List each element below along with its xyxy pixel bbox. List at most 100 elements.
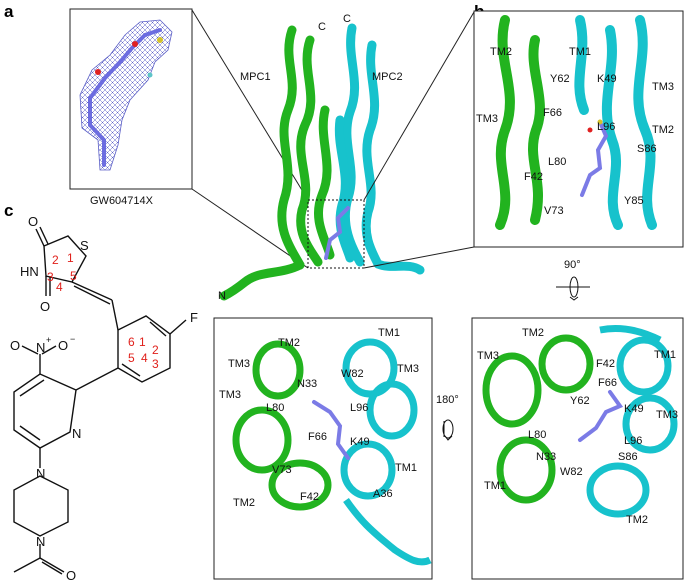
residue-label: L80	[548, 156, 566, 168]
fluorine-atom	[147, 72, 153, 78]
atom-label: O	[10, 338, 20, 353]
residue-label: TM2	[626, 514, 648, 526]
atom-label: O	[28, 214, 38, 229]
atom-label: O	[58, 338, 68, 353]
bottom-left-labels: TM2 TM1 TM3 W82 N33 TM3 TM3 L80 L96 F66 …	[219, 327, 419, 509]
ring-number: 5	[70, 269, 77, 283]
ring-number: 3	[152, 357, 159, 371]
residue-label: TM3	[652, 81, 674, 93]
atom-label: F	[190, 310, 198, 325]
residue-label: TM2	[278, 337, 300, 349]
residue-label: TM1	[395, 462, 417, 474]
density-inset	[69, 8, 193, 190]
residue-label: S86	[637, 143, 657, 155]
residue-label: K49	[350, 436, 370, 448]
residue-label: F66	[598, 377, 617, 389]
residue-label: TM2	[522, 327, 544, 339]
residue-label: TM3	[476, 113, 498, 125]
atom-charge: −	[70, 334, 75, 344]
ligand-sticks	[88, 28, 162, 167]
rotation-arrow-icon	[442, 419, 454, 441]
residue-label: W82	[560, 466, 583, 478]
ring-number: 5	[128, 351, 135, 365]
binding-site-box	[307, 199, 365, 269]
atom-label: HN	[20, 264, 39, 279]
residue-label: L80	[266, 402, 284, 414]
residue-label: TM3	[656, 409, 678, 421]
residue-label: S86	[618, 451, 638, 463]
residue-label: K49	[624, 403, 644, 415]
atom-label: N	[36, 466, 45, 481]
ring-number: 2	[152, 343, 159, 357]
residue-label: V73	[544, 205, 564, 217]
residue-label: TM2	[490, 46, 512, 58]
residue-label: A36	[373, 488, 393, 500]
residue-label: N33	[297, 378, 317, 390]
atom-label: S	[80, 238, 89, 253]
ring-number: 2	[52, 253, 59, 267]
residue-label: TM2	[652, 124, 674, 136]
residue-label: TM1	[484, 480, 506, 492]
rotation-180-label: 180°	[436, 394, 459, 406]
atom-label: N	[72, 426, 81, 441]
rotation-90-label: 90°	[564, 259, 581, 271]
residue-label: TM3	[219, 389, 241, 401]
residue-label: F66	[543, 107, 562, 119]
residue-label: K49	[597, 73, 617, 85]
ring-number: 4	[56, 280, 63, 294]
oxygen-atom	[95, 69, 101, 75]
bottom-left-topview	[213, 317, 433, 580]
chemical-structure	[13, 226, 187, 575]
panel-label-c: c	[4, 201, 13, 220]
c-terminus-label: C	[318, 21, 326, 33]
atom-label: O	[66, 568, 76, 583]
ring-number: 6	[128, 335, 135, 349]
atom-label: N	[36, 534, 45, 549]
ligand-caption: GW604714X	[90, 195, 154, 207]
sulfur-atom	[157, 37, 163, 43]
residue-label: L96	[350, 402, 368, 414]
atom-charge: +	[46, 335, 51, 345]
residue-label: Y62	[570, 395, 590, 407]
mpc2-label: MPC2	[372, 71, 403, 83]
residue-label: TM3	[397, 363, 419, 375]
atom-label: N	[36, 340, 45, 355]
ring-number: 3	[47, 270, 54, 284]
residue-label: TM1	[654, 349, 676, 361]
panel-b-labels: TM2 TM1 TM3 Y62 K49 TM3 F66 L96 TM2 S86 …	[476, 46, 674, 217]
residue-label: Y62	[550, 73, 570, 85]
connector-line	[191, 188, 309, 269]
residue-label: N33	[536, 451, 556, 463]
residue-label: TM1	[378, 327, 400, 339]
ring-number: 1	[67, 251, 74, 265]
panel-label-a: a	[4, 2, 14, 21]
connector-line	[363, 246, 475, 269]
residue-label: L80	[528, 429, 546, 441]
mpc1-label: MPC1	[240, 71, 271, 83]
panel-b-closeup	[473, 10, 684, 248]
residue-label: TM1	[569, 46, 591, 58]
chemical-atom-labels: O S HN O F N + O O − N N N O	[10, 214, 198, 583]
residue-label: TM3	[228, 358, 250, 370]
residue-label: TM2	[233, 497, 255, 509]
residue-label: L96	[624, 435, 642, 447]
residue-label: F66	[308, 431, 327, 443]
ring-numbering: 2 1 3 5 4 6 1 5 4 2 3	[47, 251, 159, 371]
rotation-arrow-icon	[556, 276, 590, 301]
density-mesh	[79, 19, 173, 171]
oxygen-atom	[132, 41, 138, 47]
residue-label: Y85	[624, 195, 644, 207]
residue-label: F42	[524, 171, 543, 183]
residue-label: F42	[596, 358, 615, 370]
residue-label: L96	[597, 121, 615, 133]
residue-label: F42	[300, 491, 319, 503]
residue-label: W82	[341, 368, 364, 380]
bottom-right-labels: TM2 TM3 F42 TM1 F66 Y62 K49 TM3 L80 L96 …	[477, 327, 678, 526]
residue-label: TM3	[477, 350, 499, 362]
atom-label: O	[40, 299, 50, 314]
c-terminus-label: C	[343, 13, 351, 25]
mpc-overview	[219, 23, 425, 301]
bottom-right-topview	[471, 317, 684, 580]
ring-number: 1	[139, 335, 146, 349]
